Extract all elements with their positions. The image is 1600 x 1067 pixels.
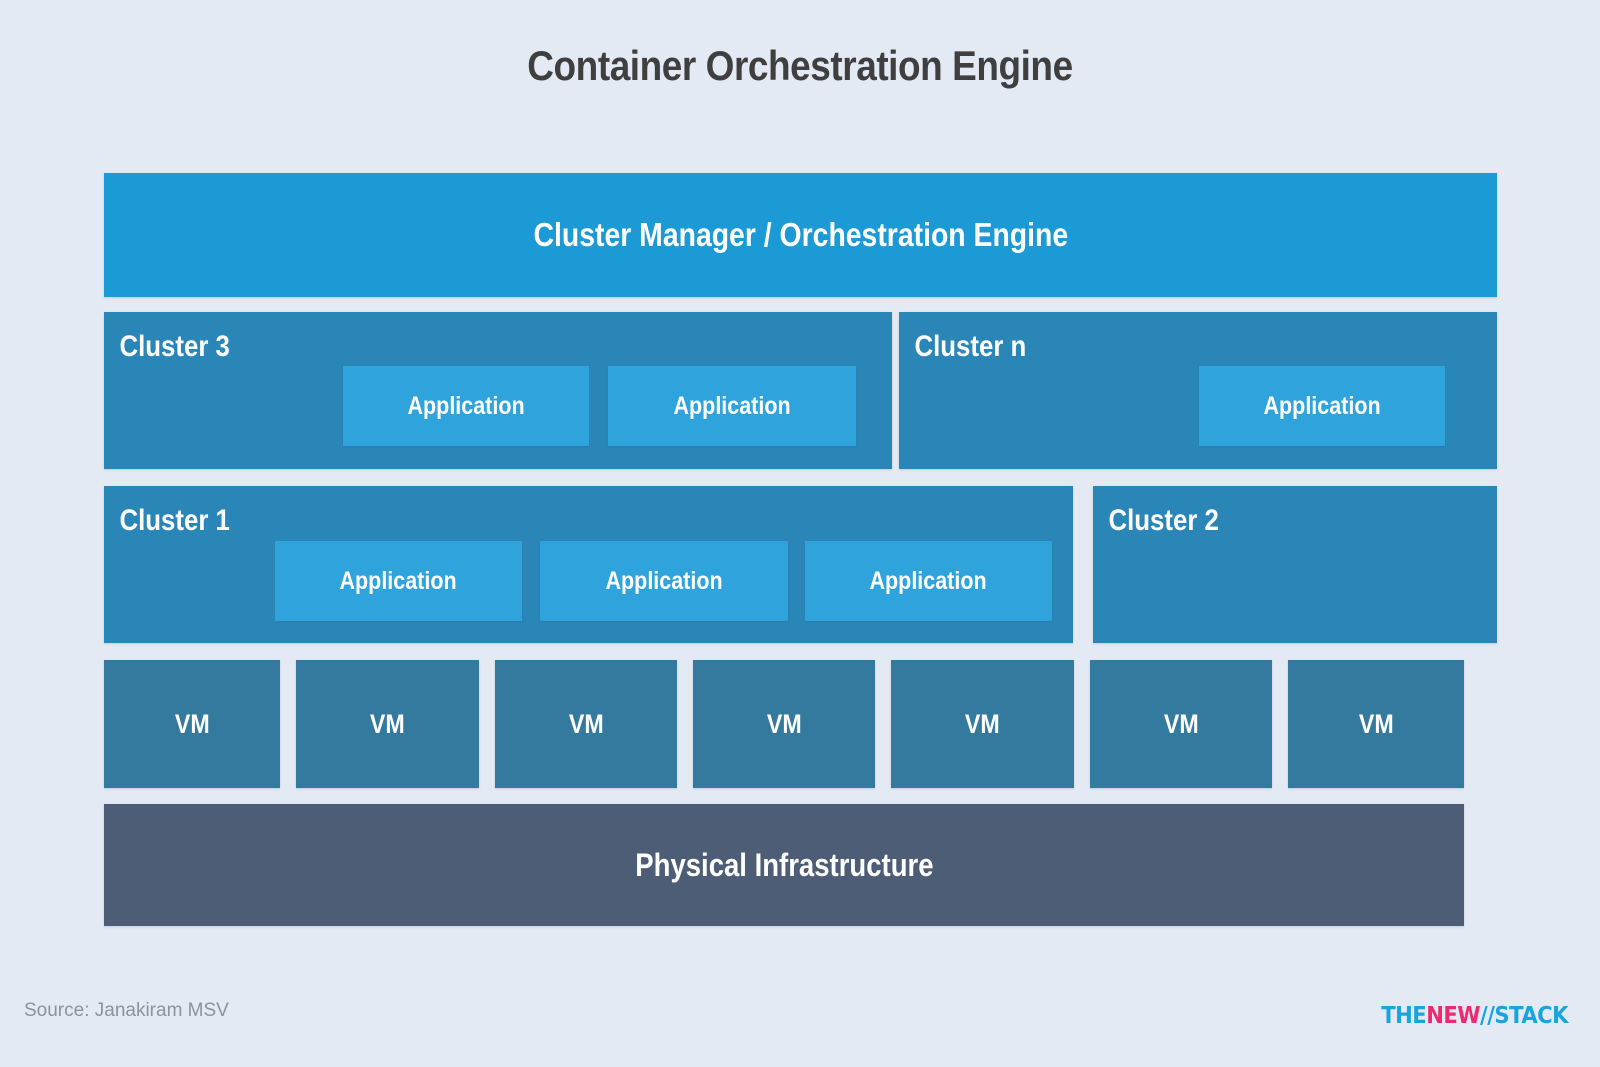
logo-part-new: NEW bbox=[1426, 1003, 1481, 1029]
source-attribution: Source: Janakiram MSV bbox=[24, 1000, 229, 1021]
logo-slash: // bbox=[1480, 1003, 1495, 1029]
application-label: Application bbox=[673, 391, 791, 420]
thenewstack-logo[interactable]: THENEW//STACK bbox=[1381, 1003, 1568, 1029]
cluster-label-cluster-2: Cluster 2 bbox=[1108, 504, 1219, 537]
application-label: Application bbox=[869, 566, 988, 595]
physical-infrastructure-label: Physical Infrastructure bbox=[634, 846, 934, 883]
physical-infrastructure-bar: Physical Infrastructure bbox=[104, 804, 1464, 926]
cluster-manager-bar: Cluster Manager / Orchestration Engine bbox=[104, 173, 1497, 297]
vm-box: VM bbox=[296, 660, 479, 788]
cluster-manager-label: Cluster Manager / Orchestration Engine bbox=[533, 216, 1068, 253]
vm-box: VM bbox=[891, 660, 1074, 788]
application-label: Application bbox=[339, 566, 458, 595]
vm-box: VM bbox=[1090, 660, 1272, 788]
cluster-label-cluster-3: Cluster 3 bbox=[119, 330, 230, 363]
application-label: Application bbox=[1263, 391, 1381, 420]
vm-label: VM bbox=[1163, 708, 1199, 739]
vm-box: VM bbox=[1288, 660, 1464, 788]
vm-label: VM bbox=[965, 708, 1000, 739]
application-box: Application bbox=[805, 541, 1052, 621]
logo-part-stack: STACK bbox=[1494, 1003, 1568, 1029]
application-box: Application bbox=[1199, 366, 1445, 446]
vm-label: VM bbox=[568, 708, 604, 739]
cluster-label-cluster-1: Cluster 1 bbox=[119, 504, 230, 537]
application-box: Application bbox=[540, 541, 788, 621]
application-label: Application bbox=[605, 566, 723, 595]
vm-label: VM bbox=[766, 708, 802, 739]
cluster-label-cluster-n: Cluster n bbox=[914, 330, 1027, 363]
vm-label: VM bbox=[174, 708, 210, 739]
application-box: Application bbox=[343, 366, 589, 446]
vm-label: VM bbox=[1358, 708, 1394, 739]
logo-part-the: THE bbox=[1381, 1003, 1427, 1029]
application-box: Application bbox=[275, 541, 522, 621]
application-label: Application bbox=[407, 391, 525, 420]
vm-box: VM bbox=[693, 660, 875, 788]
cluster-box-cluster-2: Cluster 2 bbox=[1093, 486, 1497, 643]
vm-label: VM bbox=[370, 708, 405, 739]
vm-box: VM bbox=[495, 660, 677, 788]
vm-box: VM bbox=[104, 660, 280, 788]
application-box: Application bbox=[608, 366, 856, 446]
page-title: Container Orchestration Engine bbox=[527, 42, 1073, 89]
